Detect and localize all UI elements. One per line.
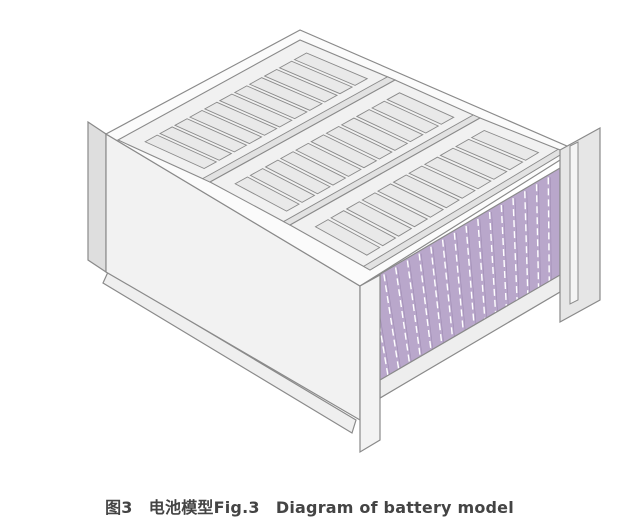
cell-separator-line [430, 246, 444, 358]
left-end-plate [87, 120, 107, 274]
front-end-plate [359, 273, 381, 454]
cover-slot [371, 100, 440, 134]
cell-separator-line [488, 211, 498, 326]
cover-slot [355, 109, 424, 143]
cover-slot [248, 77, 323, 111]
top-cover-modules [116, 39, 567, 271]
cover-slot [263, 68, 339, 103]
cell-separator-line [383, 274, 402, 384]
cell-separator-line [502, 205, 510, 320]
figure-caption: 图3 电池模型Fig.3 Diagram of battery model [105, 498, 514, 517]
cover-slot [386, 92, 455, 125]
cover-slot [439, 147, 508, 180]
cell-separator-line [465, 225, 476, 339]
cell-separator-line [477, 218, 487, 333]
cell-separator-line [514, 198, 520, 314]
cell-separator-line [491, 211, 499, 326]
cover-slot [340, 117, 409, 151]
cell-separators [371, 177, 552, 390]
cell-separator-line [432, 246, 446, 358]
cell-separator-line [512, 198, 519, 314]
cover-slot [144, 134, 218, 170]
battery-model-diagram [87, 29, 601, 454]
cover-slot [295, 142, 362, 177]
cover-slot [423, 156, 492, 190]
cell-separator-line [397, 267, 414, 377]
cover-slot [203, 101, 278, 136]
right-end-plate-edge [569, 141, 579, 305]
cell-separator-line [526, 191, 531, 307]
cover-slot [279, 151, 347, 186]
cover-slot [408, 165, 476, 199]
cell-separator-line [406, 260, 423, 371]
cover-slot [470, 129, 540, 161]
cover-slot [218, 93, 293, 128]
cell-separator-line [444, 239, 457, 352]
cell-separator-line [538, 184, 542, 301]
base-tray [102, 271, 357, 434]
cell-separator-line [456, 232, 467, 345]
cell-separator-line [547, 177, 551, 294]
cell-separator-line [394, 267, 413, 377]
right-end-plate [559, 126, 601, 324]
cell-separator-line [479, 218, 489, 333]
cover-slot [174, 118, 248, 153]
cover-slot [159, 126, 233, 161]
cover-slot [234, 176, 300, 212]
cover-slot [188, 109, 263, 145]
cell-separator-line [409, 260, 425, 371]
cell-separator-line [441, 239, 455, 352]
cover-slot [293, 52, 369, 86]
cell-separator-line [385, 274, 404, 384]
cover-slot [325, 125, 393, 160]
cell-separator-line [453, 232, 466, 345]
cover-slot [361, 192, 429, 228]
cell-separator-line [371, 281, 391, 390]
cover-slot [249, 168, 316, 203]
cover-slot [278, 60, 354, 95]
cover-slot [345, 201, 413, 237]
cover-slot [376, 183, 445, 218]
cover-slot [233, 85, 308, 120]
cover-slot [330, 210, 397, 247]
cell-separator-line [524, 191, 529, 307]
cover-slot [455, 138, 524, 171]
cell-separator-line [420, 253, 435, 364]
cell-separator-line [467, 225, 478, 339]
cover-slot [310, 134, 378, 169]
cell-separator-line [535, 184, 540, 301]
cover-slot [314, 219, 381, 256]
cover-slot [264, 159, 331, 195]
cell-separator-line [549, 177, 552, 294]
cell-separator-line [500, 205, 508, 320]
cell-separator-line [418, 253, 434, 365]
cover-slot [392, 174, 460, 209]
